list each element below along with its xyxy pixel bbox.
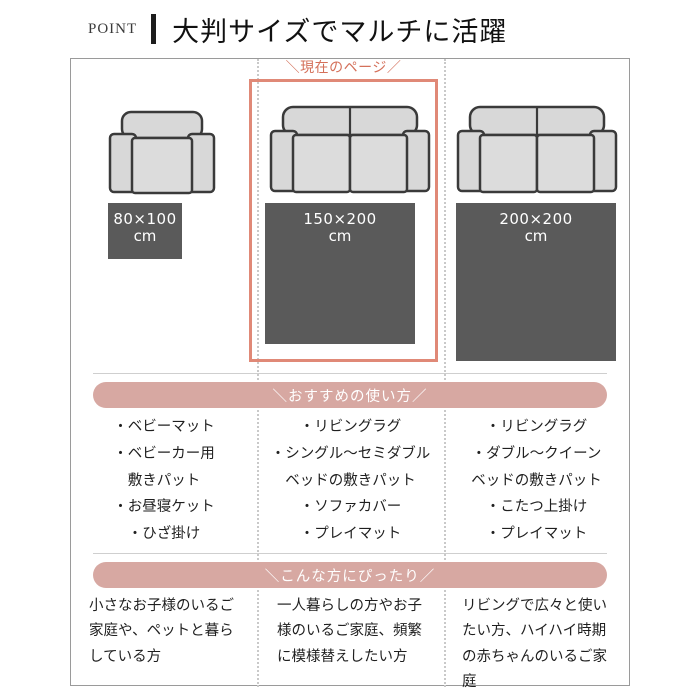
size-column-80x100: 80×100 cm [71, 59, 257, 361]
usage-item: ・こたつ上掛け [485, 499, 588, 516]
audience-section-band: ＼こんな方にぴったり／ [93, 562, 607, 588]
usage-list-80x100: ・ベビーマット ・ベビーカー用 敷きパット ・お昼寝ケット ・ひざ掛け [71, 414, 257, 548]
usage-item: ・リビングラグ [299, 419, 402, 435]
usage-list-200x200: ・リビングラグ ・ダブル〜クイーン ベッドの敷きパット ・こたつ上掛け ・プレイ… [444, 414, 629, 548]
usage-item: ・リビングラグ [485, 419, 588, 435]
usage-item: ・プレイマット [299, 526, 402, 543]
page-title: 大判サイズでマルチに活躍 [172, 16, 508, 47]
rug-swatch-80x100: 80×100 cm [108, 203, 182, 259]
usage-item: ベッドの敷きパット [471, 472, 602, 489]
usage-item: 敷きパット [127, 472, 201, 489]
comparison-table-frame: ＼現在のページ／ 80×100 cm [70, 58, 630, 690]
audience-section-rule [93, 553, 607, 554]
usage-section-band: ＼おすすめの使い方／ [93, 382, 607, 408]
rug-swatch-200x200: 200×200 cm [456, 203, 616, 361]
rug-unit-label: cm [133, 227, 157, 246]
usage-row: ・ベビーマット ・ベビーカー用 敷きパット ・お昼寝ケット ・ひざ掛け ・リビン… [71, 414, 629, 554]
usage-item: ・プレイマット [485, 526, 588, 543]
usage-item: ベッドの敷きパット [285, 472, 416, 489]
usage-item: ・ダブル〜クイーン [471, 445, 602, 462]
sofa-icon-2seat-a [269, 105, 431, 197]
size-column-200x200: 200×200 cm [444, 59, 630, 361]
rug-unit-label: cm [524, 227, 548, 246]
usage-item: ・ベビーマット [113, 419, 215, 435]
audience-row: 小さなお子様のいるご家庭や、ペットと暮らしている方 一人暮らしの方やお子様のいる… [71, 594, 629, 690]
usage-item: ・ひざ掛け [127, 526, 201, 543]
audience-band-label: ＼こんな方にぴったり／ [264, 568, 436, 585]
rug-swatch-150x200: 150×200 cm [265, 203, 415, 344]
usage-section-rule [93, 373, 607, 374]
audience-text-80x100: 小さなお子様のいるご家庭や、ペットと暮らしている方 [89, 598, 234, 665]
sofa-icon-2seat-b [456, 105, 618, 197]
current-page-highlight-frame [249, 79, 438, 362]
usage-band-label: ＼おすすめの使い方／ [272, 388, 428, 405]
usage-item: ・ベビーカー用 [113, 445, 215, 462]
sofa-icon-1seat [108, 110, 216, 198]
rug-dimension-label: 200×200 [499, 210, 573, 228]
audience-text-200x200: リビングで広々と使いたい方、ハイハイ時期の赤ちゃんのいるご家庭 [462, 598, 607, 691]
usage-item: ・お昼寝ケット [113, 499, 215, 516]
page-header: POINT 大判サイズでマルチに活躍 [0, 0, 700, 58]
current-page-badge: ＼現在のページ／ [285, 60, 402, 76]
rug-unit-label: cm [328, 227, 352, 246]
size-comparison-section: ＼現在のページ／ 80×100 cm [71, 59, 630, 362]
audience-text-150x200: 一人暮らしの方やお子様のいるご家庭、頻繁に模様替えしたい方 [277, 598, 422, 665]
size-column-150x200: 150×200 cm [257, 59, 443, 361]
point-label: POINT [88, 20, 138, 37]
usage-item: ・シングル〜セミダブル [270, 445, 431, 462]
rug-dimension-label: 150×200 [303, 210, 377, 228]
header-accent-bar [151, 14, 157, 44]
usage-item: ・ソファカバー [299, 499, 402, 516]
usage-list-150x200: ・リビングラグ ・シングル〜セミダブル ベッドの敷きパット ・ソファカバー ・プ… [257, 414, 444, 548]
rug-dimension-label: 80×100 [113, 210, 177, 228]
